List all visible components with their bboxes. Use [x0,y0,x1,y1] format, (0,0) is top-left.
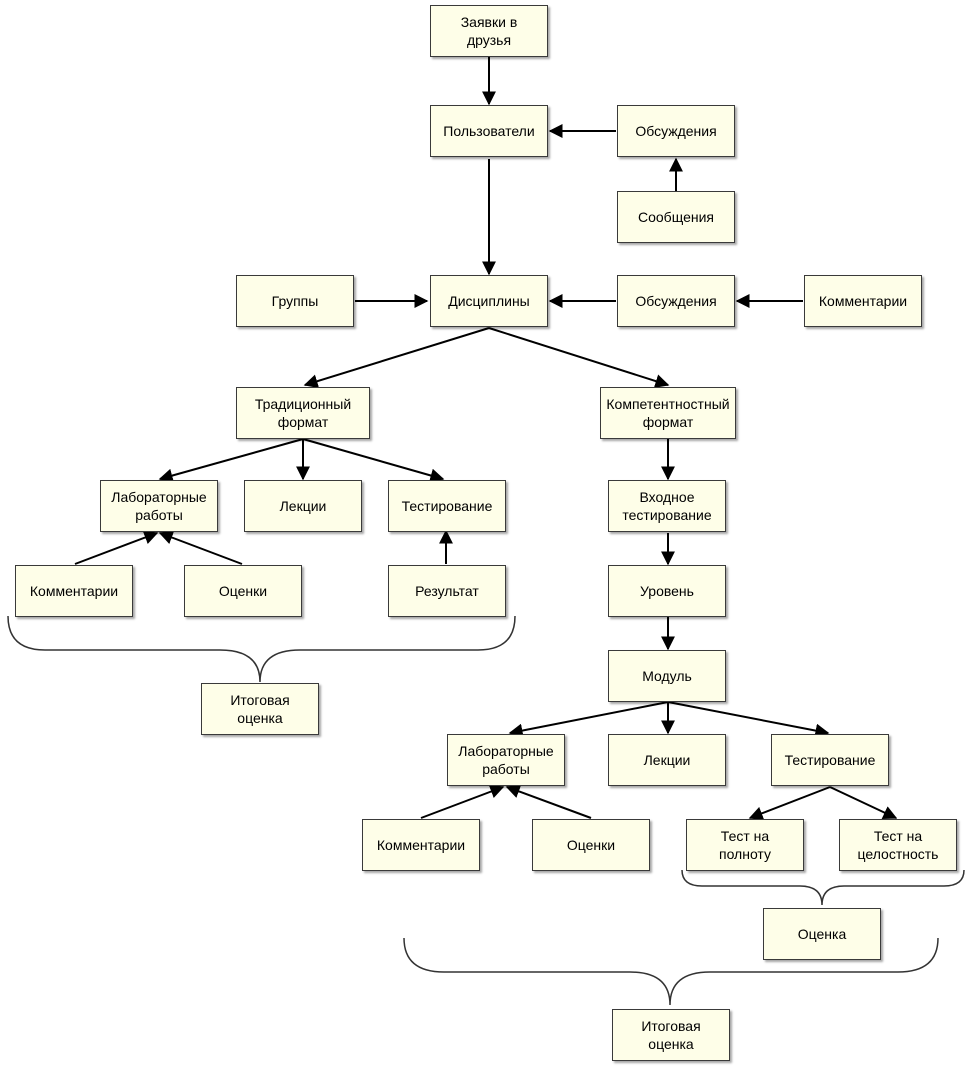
node-trad-lectures: Лекции [244,480,362,532]
node-disciplines: Дисциплины [430,275,548,327]
node-discussions-top: Обсуждения [617,105,735,157]
node-comp-testing: Тестирование [771,734,889,786]
brace-competency [403,937,939,1006]
node-trad-comments: Комментарии [15,565,133,617]
node-traditional-format: Традиционный формат [236,387,370,439]
node-friend-requests: Заявки в друзья [430,5,548,57]
edge-comp-grades-to-labs [505,784,592,819]
edge-testing-to-completeness [748,786,831,820]
edge-comp-comments-to-labs [420,784,505,819]
node-trad-result: Результат [388,565,506,617]
node-comments-mid: Комментарии [804,275,922,327]
node-groups: Группы [236,275,354,327]
node-comp-comments: Комментарии [362,819,480,871]
node-module: Модуль [608,650,726,702]
node-discussions-mid: Обсуждения [617,275,735,327]
edge-traditional-to-testing [302,438,445,483]
node-competency-format: Компетентностный формат [600,387,736,439]
node-test-completeness: Тест на полноту [686,819,804,871]
node-trad-labs: Лабораторные работы [100,480,218,532]
node-comp-labs: Лабораторные работы [447,734,565,786]
brace-tests [681,869,965,906]
edge-trad-grades-to-labs [158,530,243,565]
node-trad-final: Итоговая оценка [201,683,319,735]
edge-trad-comments-to-labs [74,530,159,565]
node-trad-grades: Оценки [184,565,302,617]
node-comp-grades: Оценки [532,819,650,871]
node-users: Пользователи [430,105,548,157]
node-entry-testing: Входное тестирование [608,480,726,532]
node-messages: Сообщения [617,191,735,243]
edge-testing-to-integrity [829,786,898,819]
node-test-integrity: Тест на целостность [839,819,957,871]
node-comp-final: Итоговая оценка [612,1009,730,1061]
node-level: Уровень [608,565,726,617]
node-comp-grade: Оценка [763,908,881,960]
edge-traditional-to-labs [158,438,304,483]
node-trad-testing: Тестирование [388,480,506,532]
edge-disciplines-to-competency [488,327,670,388]
edge-disciplines-to-traditional [303,327,490,388]
brace-traditional [7,615,516,683]
edge-module-to-testing [667,701,830,738]
edge-module-to-labs [508,701,669,738]
node-comp-lectures: Лекции [608,734,726,786]
